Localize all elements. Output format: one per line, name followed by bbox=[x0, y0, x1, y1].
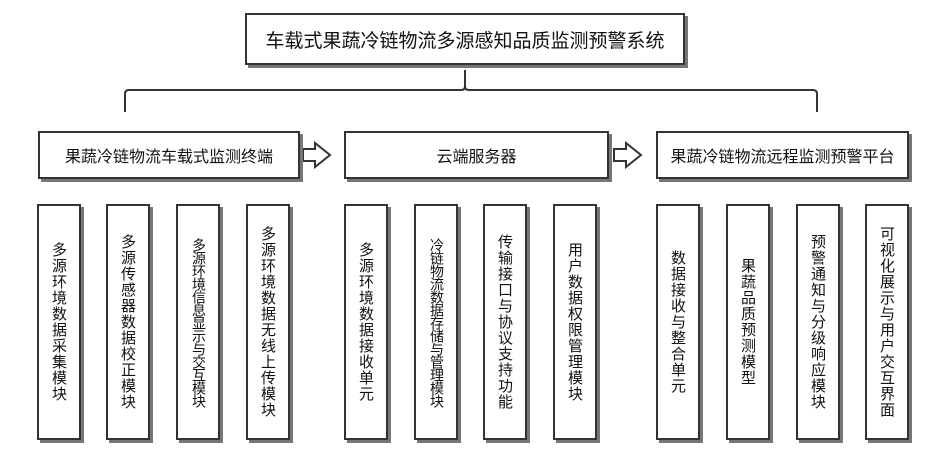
module-box: 果蔬品质预测模型 bbox=[726, 204, 770, 440]
module-label: 多源环境数据采集模块 bbox=[49, 242, 69, 402]
module-box: 传输接口与协议支持功能 bbox=[483, 204, 527, 440]
module-box: 冷链物流数据存储与管理模块 bbox=[414, 204, 458, 440]
module-label: 多源环境信息显示与交互模块 bbox=[188, 238, 208, 407]
arrow-right-icon bbox=[614, 143, 641, 167]
module-label: 冷链物流数据存储与管理模块 bbox=[426, 238, 446, 407]
section-header-platform: 果蔬冷链物流远程监测预警平台 bbox=[656, 131, 909, 179]
section-header-terminal: 果蔬冷链物流车载式监测终端 bbox=[38, 131, 300, 179]
module-box: 多源环境数据无线上传模块 bbox=[246, 204, 290, 440]
module-label: 用户数据权限管理模块 bbox=[565, 242, 585, 402]
section-header-label: 果蔬冷链物流远程监测预警平台 bbox=[670, 143, 894, 167]
module-label: 传输接口与协议支持功能 bbox=[495, 234, 515, 410]
module-box: 多源环境数据接收单元 bbox=[344, 204, 388, 440]
module-label: 数据接收与整合单元 bbox=[668, 250, 688, 394]
module-box: 用户数据权限管理模块 bbox=[553, 204, 597, 440]
module-label: 多源传感器数据校正模块 bbox=[118, 234, 138, 410]
module-box: 多源传感器数据校正模块 bbox=[106, 204, 150, 440]
module-label: 多源环境数据无线上传模块 bbox=[258, 226, 278, 418]
module-box: 多源环境数据采集模块 bbox=[37, 204, 81, 440]
module-label: 预警通知与分级响应模块 bbox=[808, 234, 828, 410]
system-title: 车载式果蔬冷链物流多源感知品质监测预警系统 bbox=[245, 13, 685, 65]
module-box: 可视化展示与用户交互界面 bbox=[865, 204, 909, 440]
module-box: 预警通知与分级响应模块 bbox=[796, 204, 840, 440]
module-label: 多源环境数据接收单元 bbox=[356, 242, 376, 402]
system-title-text: 车载式果蔬冷链物流多源感知品质监测预警系统 bbox=[265, 26, 664, 53]
brace-left bbox=[125, 70, 465, 112]
section-header-label: 云端服务器 bbox=[436, 143, 516, 167]
brace-right bbox=[465, 86, 817, 112]
module-label: 果蔬品质预测模型 bbox=[738, 258, 758, 386]
module-label: 可视化展示与用户交互界面 bbox=[877, 226, 897, 418]
module-box: 数据接收与整合单元 bbox=[656, 204, 700, 440]
section-header-server: 云端服务器 bbox=[344, 131, 609, 179]
module-box: 多源环境信息显示与交互模块 bbox=[176, 204, 220, 440]
arrow-right-icon bbox=[303, 143, 330, 167]
section-header-label: 果蔬冷链物流车载式监测终端 bbox=[65, 143, 273, 167]
